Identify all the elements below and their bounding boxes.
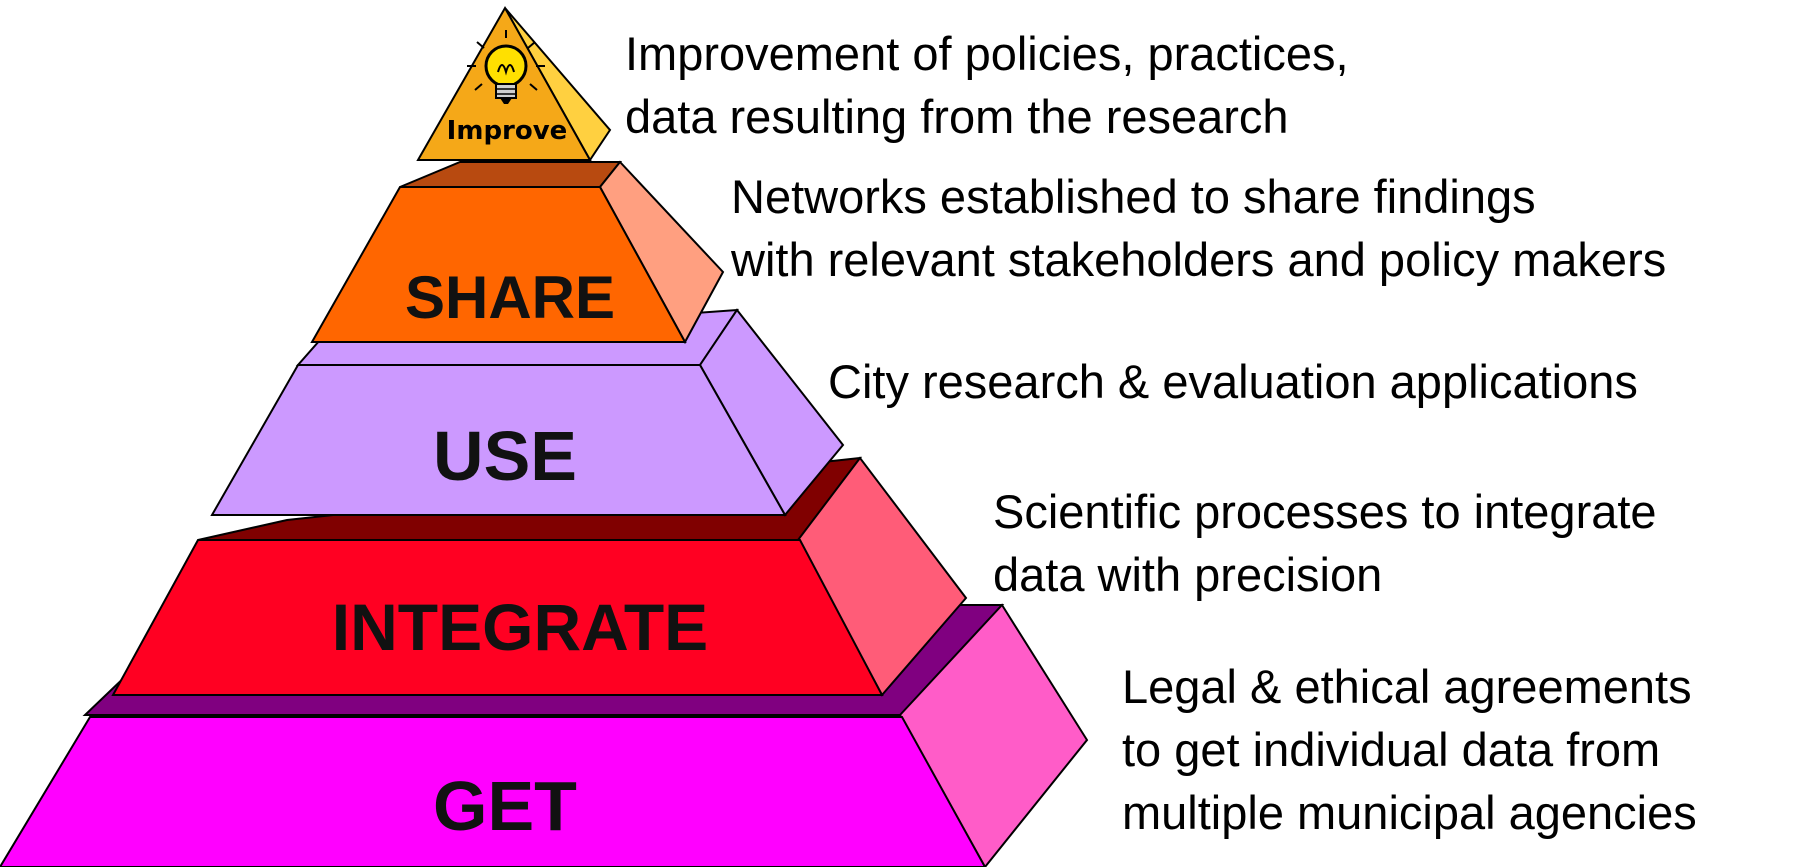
use-front-face [210, 364, 787, 516]
share-description-line: with relevant stakeholders and policy ma… [730, 233, 1666, 286]
get-front-face [0, 716, 987, 867]
share-description-line: Networks established to share findings [731, 170, 1536, 223]
improve-description-line: Improvement of policies, practices, [625, 27, 1349, 80]
get-description-line: Legal & ethical agreements [1122, 660, 1692, 713]
get-description: Legal & ethical agreements to get indivi… [1122, 660, 1697, 839]
level-share: SHARE [310, 160, 725, 345]
improve-description-line: data resulting from the research [625, 90, 1289, 143]
use-label: USE [433, 417, 577, 495]
get-description-line: to get individual data from [1122, 723, 1660, 776]
integrate-description-line: data with precision [993, 548, 1382, 601]
get-label: GET [433, 767, 577, 845]
improve-label: Improve [447, 116, 568, 146]
integrate-label: INTEGRATE [332, 590, 708, 664]
share-description: Networks established to share findings w… [730, 170, 1666, 286]
share-label: SHARE [405, 264, 615, 331]
use-description-line: City research & evaluation applications [828, 355, 1638, 408]
integrate-description-line: Scientific processes to integrate [993, 485, 1657, 538]
improve-description: Improvement of policies, practices, data… [625, 27, 1349, 143]
share-front-face [310, 186, 687, 343]
integrate-front-face [111, 539, 884, 696]
share-top-face [399, 161, 623, 188]
level-improve: Improve [416, 5, 612, 162]
integrate-description: Scientific processes to integrate data w… [993, 485, 1657, 601]
lightbulb-icon [467, 30, 545, 104]
get-description-line: multiple municipal agencies [1122, 786, 1697, 839]
use-description: City research & evaluation applications [828, 355, 1638, 408]
